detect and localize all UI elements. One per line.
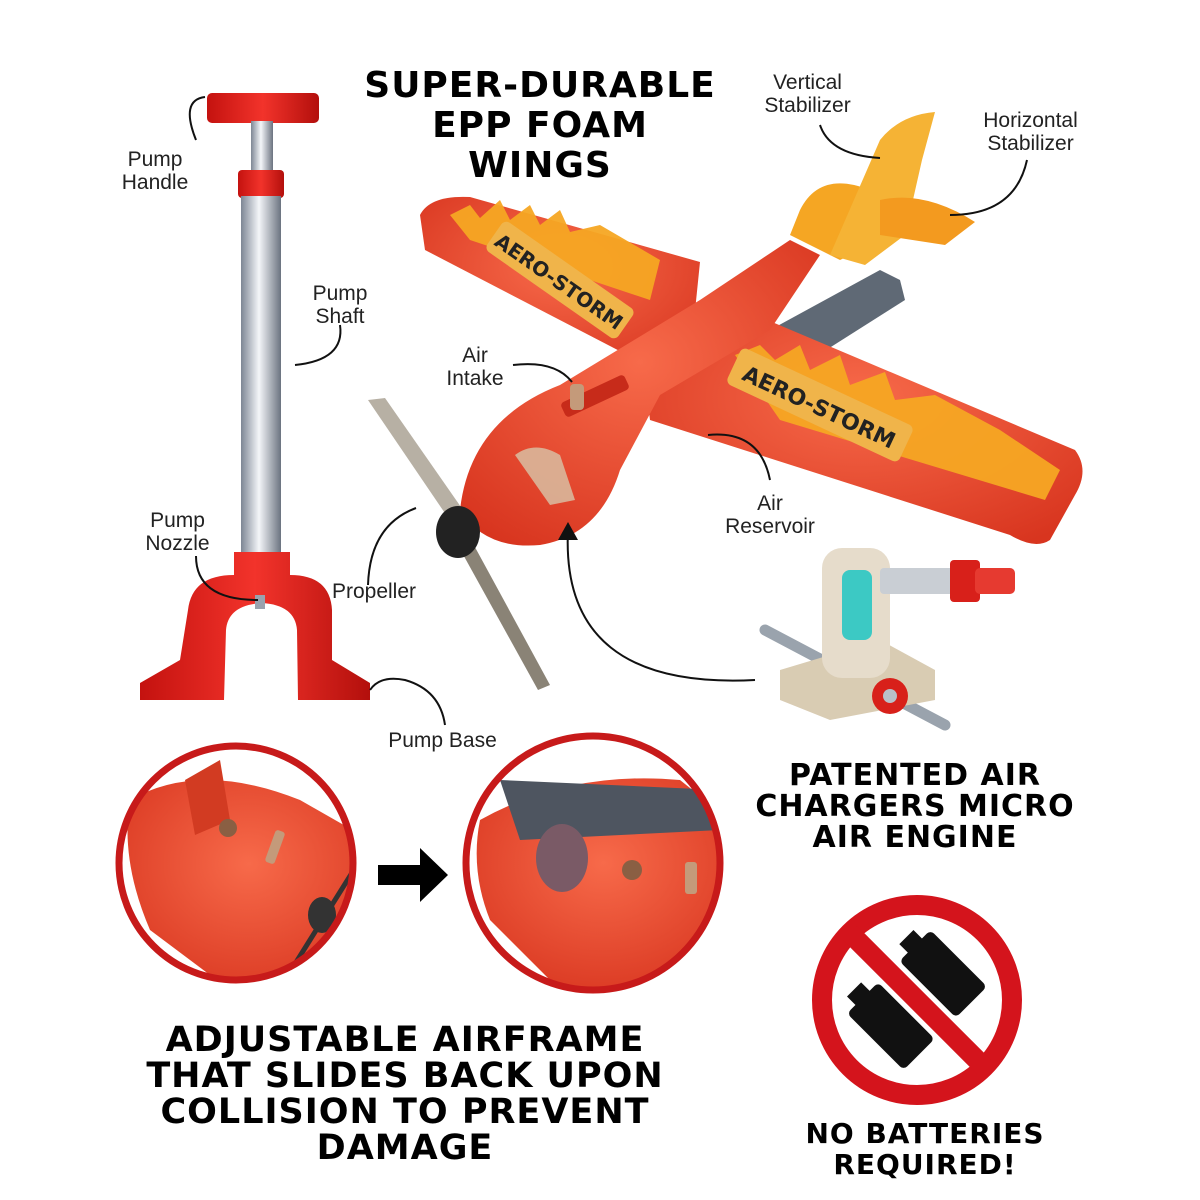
headline-line: WINGS [468, 145, 612, 186]
callout-line: Stabilizer [764, 94, 851, 117]
headline-line: SUPER-DURABLE [364, 65, 716, 106]
callout-line: Intake [446, 367, 504, 390]
propeller-blade-top [368, 398, 470, 528]
arrow-right-icon [378, 848, 448, 902]
callout-pump-shaft: Pump Shaft [285, 282, 395, 328]
callout-line: Pump [312, 282, 368, 305]
micro-air-engine [759, 548, 1015, 731]
headline-line: CHARGERS MICRO [755, 789, 1075, 824]
no-batteries-icon [812, 895, 1022, 1105]
callout-line: Vertical [773, 71, 842, 94]
callout-line: Nozzle [145, 532, 210, 555]
headline-line: NO BATTERIES [805, 1117, 1045, 1150]
pump [140, 93, 370, 700]
propeller-spinner [436, 506, 480, 558]
headline-no-batteries: NO BATTERIES REQUIRED! [760, 1118, 1090, 1180]
callout-line: Pump [127, 148, 183, 171]
leader-lines [188, 96, 1028, 726]
headline-line: REQUIRED! [833, 1148, 1017, 1181]
pump-handle [207, 93, 319, 123]
callout-line: Stabilizer [987, 132, 1074, 155]
callout-line: Horizontal [983, 109, 1078, 132]
after-circle [462, 732, 724, 994]
air-intake-part [570, 384, 584, 410]
vertical-stabilizer [830, 112, 935, 265]
callout-line: Air [462, 344, 488, 367]
callout-line: Handle [121, 171, 189, 194]
callout-line: Air [757, 492, 783, 515]
pump-base [140, 552, 370, 700]
headline-line: PATENTED AIR [789, 758, 1041, 793]
callout-line: Propeller [331, 580, 417, 603]
headline-adjustable-airframe: ADJUSTABLE AIRFRAME THAT SLIDES BACK UPO… [115, 1022, 695, 1166]
callout-pump-base: Pump Base [370, 729, 515, 752]
headline-air-engine: PATENTED AIR CHARGERS MICRO AIR ENGINE [735, 760, 1095, 853]
callout-vertical-stabilizer: Vertical Stabilizer [745, 71, 870, 117]
callout-pump-handle: Pump Handle [100, 148, 210, 194]
headline-line: AIR ENGINE [812, 820, 1018, 855]
callout-pump-nozzle: Pump Nozzle [120, 509, 235, 555]
callout-air-intake: Air Intake [430, 344, 520, 390]
headline-line: DAMAGE [316, 1128, 494, 1168]
airplane: AERO-STORM AERO-STORM [368, 112, 1083, 690]
before-circle [115, 742, 357, 984]
headline-line: THAT SLIDES BACK UPON [146, 1056, 664, 1096]
callout-line: Reservoir [725, 515, 815, 538]
callout-line: Pump [150, 509, 205, 532]
callout-propeller: Propeller [315, 580, 433, 603]
headline-line: COLLISION TO PREVENT [160, 1092, 650, 1132]
engine-piston [842, 570, 872, 640]
pump-collar [238, 170, 284, 198]
callout-line: Shaft [315, 305, 365, 328]
callout-line: Pump Base [388, 729, 497, 752]
headline-line: ADJUSTABLE AIRFRAME [165, 1020, 645, 1060]
callout-horizontal-stabilizer: Horizontal Stabilizer [968, 109, 1093, 155]
headline-line: EPP FOAM [432, 105, 648, 146]
headline-epp-wings: SUPER-DURABLE EPP FOAM WINGS [330, 66, 750, 186]
pump-shaft [241, 196, 281, 554]
propeller-blade-bottom [455, 538, 550, 690]
callout-air-reservoir: Air Reservoir [710, 492, 830, 538]
